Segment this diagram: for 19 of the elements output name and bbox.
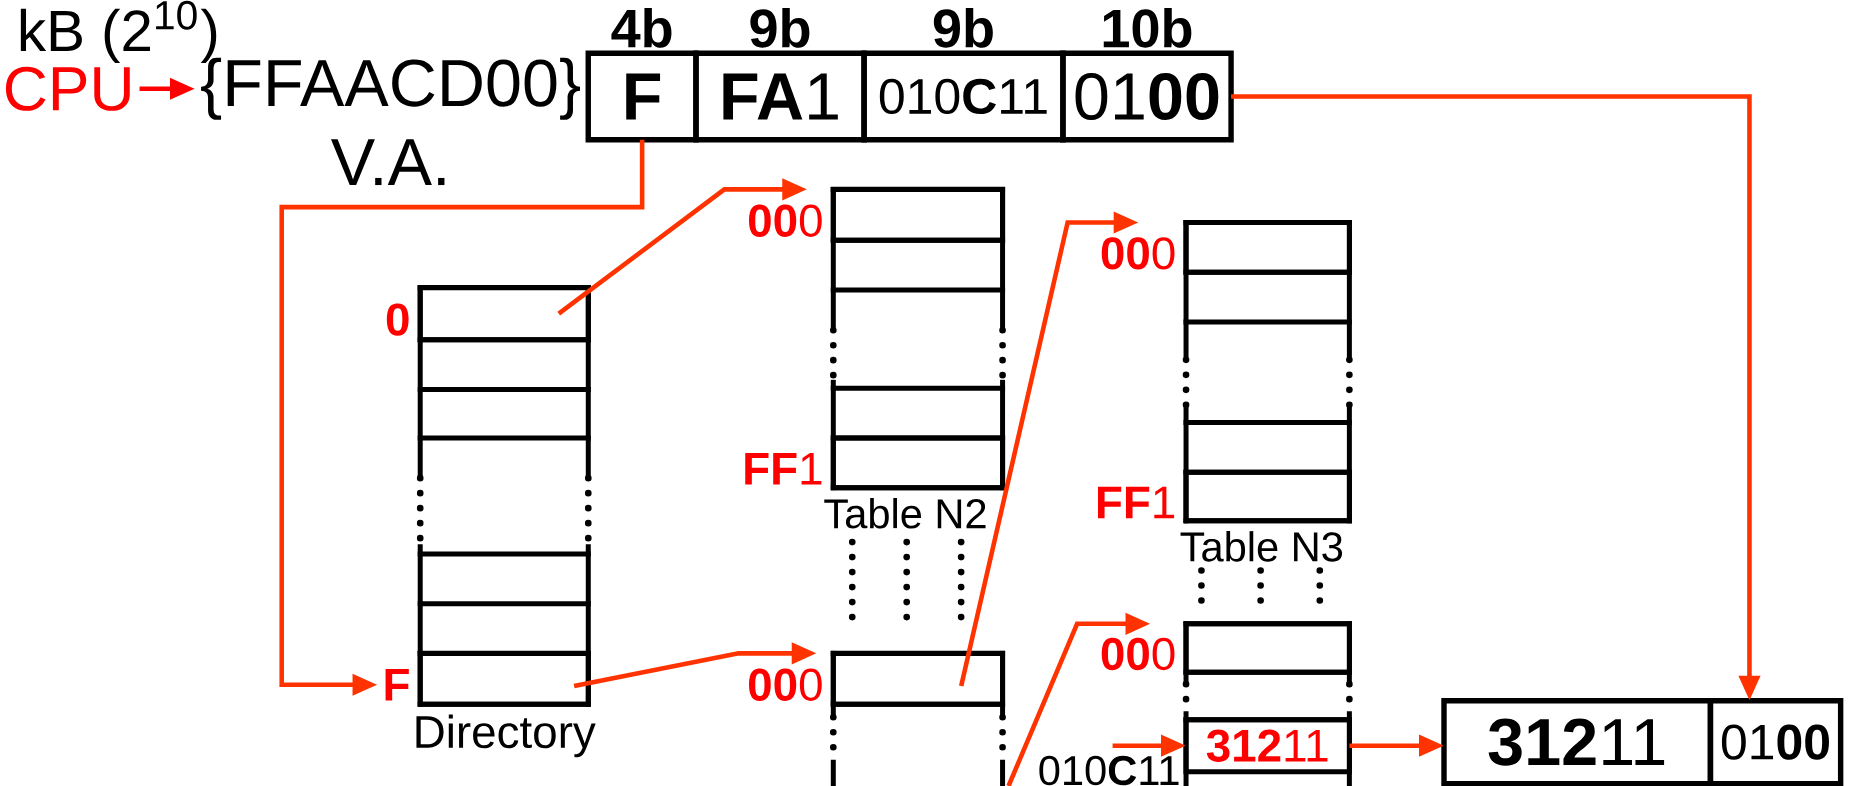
node-label: 4b [611,7,672,48]
node-label: 0 [386,303,409,336]
node-label: 000 [749,668,822,701]
node-label: FF1 [1097,486,1175,519]
address-cell: 0100 [1707,698,1844,786]
node-label: 000 [1101,237,1175,270]
node-label: 000 [1101,637,1175,671]
address-cell: 31211 [1441,698,1714,786]
node-label: FF1 [745,453,822,485]
text-label: CPU [5,66,130,111]
table-row: 000 [749,650,1006,707]
node-label: 10b [1103,7,1192,48]
node-label: F [385,669,409,701]
node-label: 010C11 [1039,755,1179,786]
table-row: 31211 010C11 [1039,717,1352,786]
table-row: 000 [1101,621,1352,675]
node-label: 000 [749,204,822,237]
node-label: 9b [933,7,993,48]
node-label: 9b [750,7,810,48]
